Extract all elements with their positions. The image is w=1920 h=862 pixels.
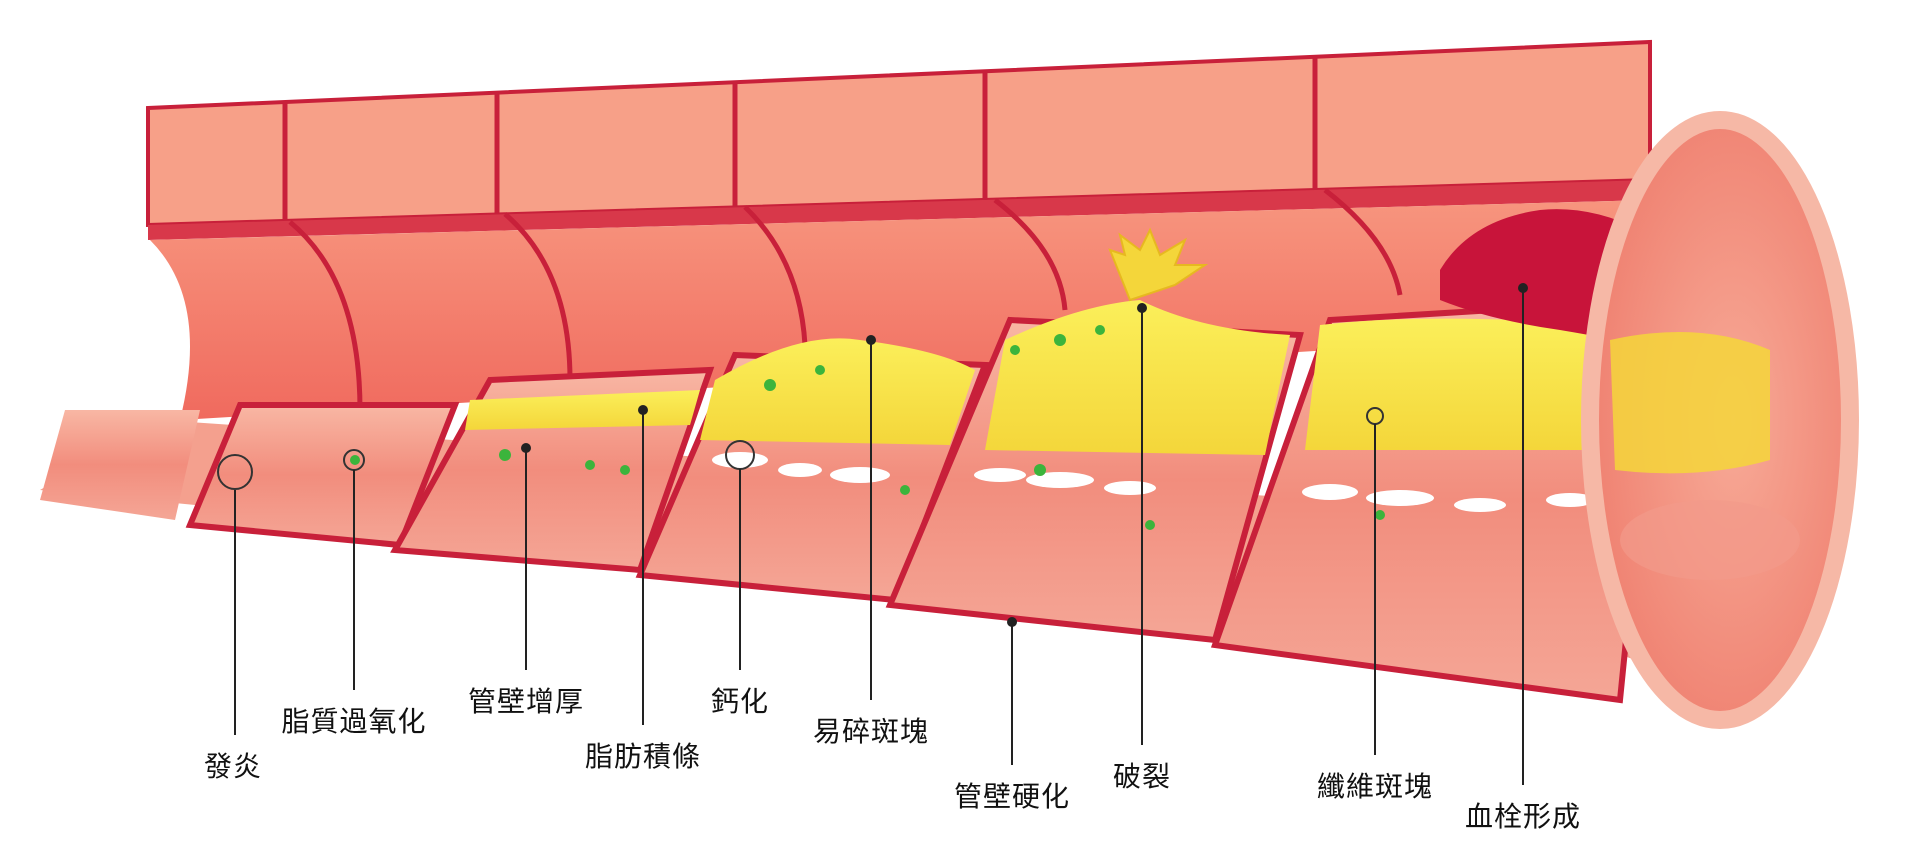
label-wall-thickening: 管壁增厚 bbox=[467, 685, 585, 718]
label-fibrous-plaque: 纖維斑塊 bbox=[1316, 770, 1434, 803]
label-calcification: 鈣化 bbox=[710, 685, 770, 718]
leader-lines bbox=[234, 288, 1524, 785]
label-thrombosis: 血栓形成 bbox=[1464, 800, 1582, 833]
tube-end bbox=[1581, 111, 1859, 729]
label-wall-hardening: 管壁硬化 bbox=[953, 780, 1071, 813]
rupture-burst bbox=[1108, 227, 1209, 302]
label-fatty-streak: 脂肪積條 bbox=[584, 740, 702, 773]
lumen-arches bbox=[288, 188, 1403, 411]
lumen-back-wall bbox=[150, 200, 1660, 420]
label-rupture: 破裂 bbox=[1112, 760, 1172, 793]
upper-wall bbox=[146, 39, 1652, 240]
label-lipid-peroxidation: 脂質過氧化 bbox=[281, 705, 427, 738]
label-inflammation: 發炎 bbox=[203, 750, 263, 783]
label-vulnerable-plaque: 易碎斑塊 bbox=[812, 715, 930, 748]
